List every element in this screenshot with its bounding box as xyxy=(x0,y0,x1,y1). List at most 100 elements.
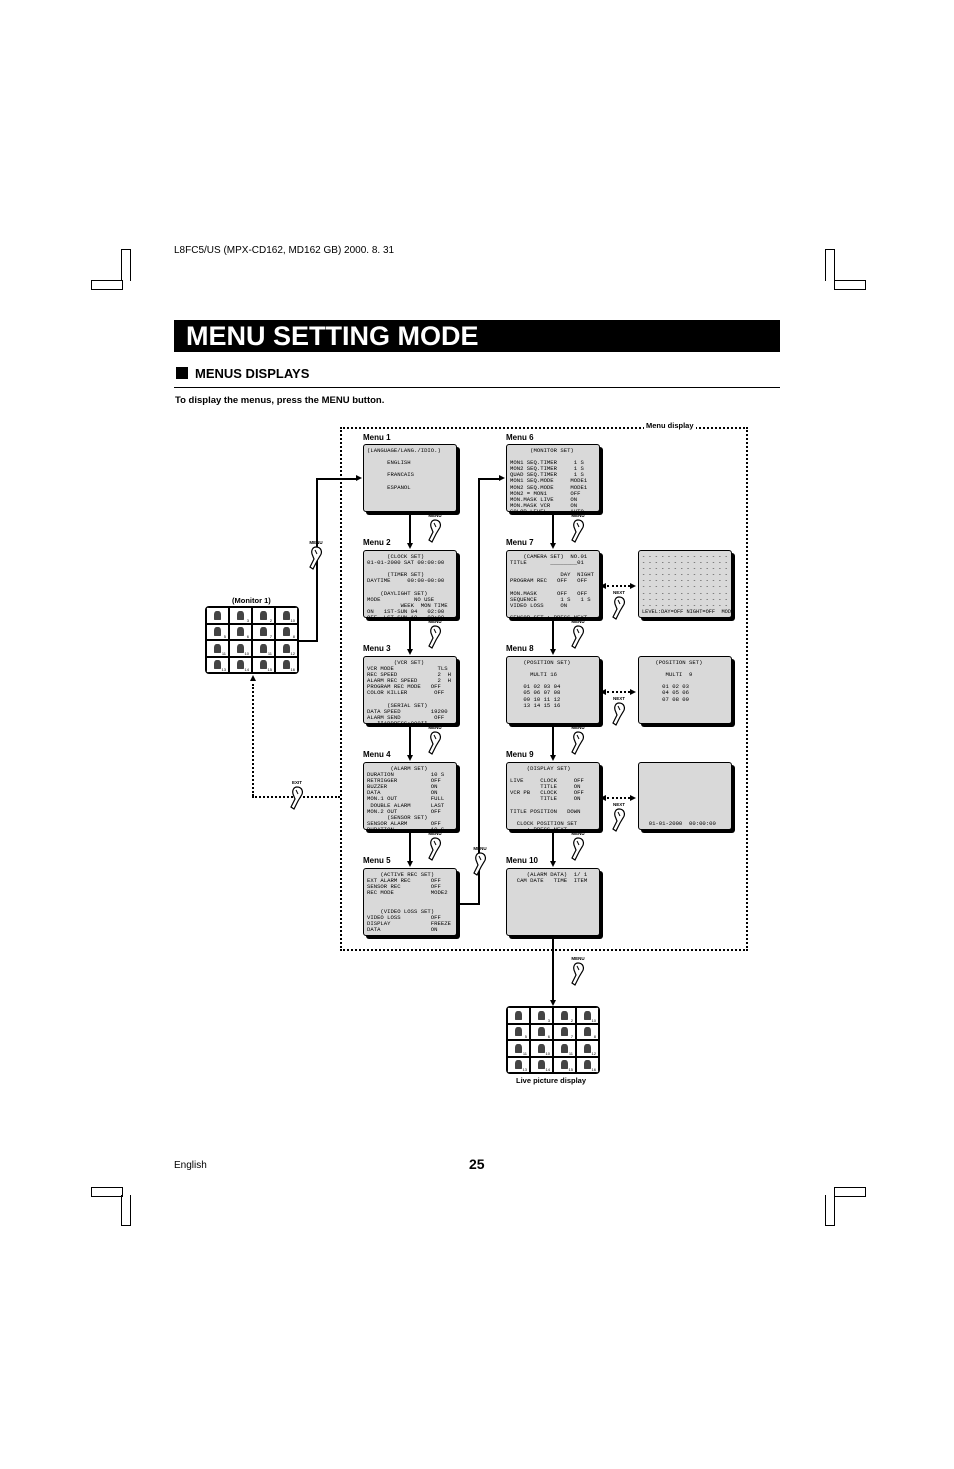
menu-button-icon: MENU xyxy=(421,619,449,651)
crop-mark-top-left xyxy=(91,280,123,290)
menu-6-label: Menu 6 xyxy=(506,433,534,442)
arrow-head-icon xyxy=(499,475,505,481)
menu-button-icon: MENU xyxy=(302,540,330,572)
arrow-line xyxy=(552,619,554,649)
camera-cell: 16 xyxy=(275,656,298,673)
menu-3-label: Menu 3 xyxy=(363,644,391,653)
menu-button-label: MENU xyxy=(428,513,442,518)
menu-5-label: Menu 5 xyxy=(363,856,391,865)
arrow-line xyxy=(409,831,411,861)
camera-cell: 8 xyxy=(275,623,298,640)
camera-cell: 13 xyxy=(206,656,229,673)
position-multi9-screen: (POSITION SET) MULTI 9 01 02 03 04 05 06… xyxy=(638,656,732,724)
menu-button-icon: MENU xyxy=(564,956,592,988)
arrow-head-icon xyxy=(250,675,256,681)
camera-cell xyxy=(206,607,229,624)
camera-cell: 16 xyxy=(576,1056,599,1073)
live-picture-multiscreen: 3 2 10 5 6 7 8 11 10 11 12 13 14 15 16 xyxy=(506,1006,600,1074)
clock-position-screen: 01-01-2000 00:00:00 xyxy=(638,762,732,830)
camera-cell: 11 xyxy=(252,640,275,657)
camera-cell: 5 xyxy=(206,623,229,640)
arrow-line xyxy=(409,513,411,543)
camera-cell: 10 xyxy=(275,607,298,624)
exit-button-icon: EXIT xyxy=(283,780,311,812)
arrow-head-icon xyxy=(550,861,556,867)
camera-sensor-screen: - - - - - - - - - - - - - - - - - - - - … xyxy=(638,550,732,618)
arrow-head-icon xyxy=(630,795,636,801)
arrow-head-icon xyxy=(630,689,636,695)
arrow-head-icon xyxy=(356,475,362,481)
camera-cell: 2 xyxy=(252,607,275,624)
monitor-1-multiscreen: 3 2 10 5 6 7 8 11 10 11 12 13 14 15 16 xyxy=(205,606,299,674)
menu-button-label: MENU xyxy=(571,831,585,836)
camera-cell: 10 xyxy=(576,1007,599,1024)
menu-button-icon: MENU xyxy=(564,831,592,863)
monitor-label: (Monitor 1) xyxy=(232,596,271,605)
camera-cell: 3 xyxy=(530,1007,553,1024)
camera-cell: 12 xyxy=(275,640,298,657)
arrow-head-icon xyxy=(550,755,556,761)
exit-button-label: EXIT xyxy=(291,780,302,785)
next-button-icon: NEXT xyxy=(605,696,633,728)
camera-cell: 6 xyxy=(229,623,252,640)
next-button-label: NEXT xyxy=(612,590,625,595)
camera-cell: 2 xyxy=(553,1007,576,1024)
menu-button-label: MENU xyxy=(428,619,442,624)
arrow-head-icon xyxy=(407,755,413,761)
page-title: MENU SETTING MODE xyxy=(174,320,780,352)
crop-mark-bottom-right xyxy=(834,1187,866,1197)
camera-cell: 10 xyxy=(530,1040,553,1057)
arrow-head-icon xyxy=(407,649,413,655)
next-button-icon: NEXT xyxy=(605,590,633,622)
menu-button-icon: MENU xyxy=(421,831,449,863)
camera-cell: 11 xyxy=(206,640,229,657)
menu-button-label: MENU xyxy=(571,725,585,730)
menu-button-icon: MENU xyxy=(466,846,494,878)
footer-language: English xyxy=(174,1160,207,1171)
menu-9-label: Menu 9 xyxy=(506,750,534,759)
camera-cell: 8 xyxy=(576,1023,599,1040)
menu-4-label: Menu 4 xyxy=(363,750,391,759)
menu-2-screen: (CLOCK SET) 01-01-2000 SAT 00:00:00 (TIM… xyxy=(363,550,457,618)
arrow-head-icon xyxy=(600,689,606,695)
arrow-head-icon xyxy=(407,861,413,867)
section-title: MENUS DISPLAYS xyxy=(195,366,310,381)
live-picture-label: Live picture display xyxy=(516,1076,587,1085)
menu-button-icon: MENU xyxy=(421,513,449,545)
next-button-label: NEXT xyxy=(612,696,625,701)
menu-5-screen: (ACTIVE REC SET) EXT ALARM REC OFF SENSO… xyxy=(363,868,457,936)
menu-1-label: Menu 1 xyxy=(363,433,391,442)
document-reference: L8FC5/US (MPX-CD162, MD162 GB) 2000. 8. … xyxy=(174,245,395,256)
menu-1-screen: (LANGUAGE/LANG./IDIO.) ENGLISH FRANCAIS … xyxy=(363,444,457,512)
arrow-line xyxy=(552,725,554,755)
arrow-head-icon xyxy=(550,1000,556,1006)
arrow-line xyxy=(552,513,554,543)
menu-button-label: MENU xyxy=(428,831,442,836)
arrow-line xyxy=(552,937,554,1000)
menu-button-label: MENU xyxy=(428,725,442,730)
arrow-head-icon xyxy=(630,583,636,589)
menu-button-label: MENU xyxy=(309,540,323,545)
menu-10-label: Menu 10 xyxy=(506,856,539,865)
connector-line xyxy=(316,478,356,480)
next-dotted-line xyxy=(607,797,630,799)
section-heading: MENUS DISPLAYS xyxy=(176,366,309,381)
connector-line xyxy=(478,478,500,480)
menu-button-label: MENU xyxy=(571,513,585,518)
next-button-label: NEXT xyxy=(612,802,625,807)
menu-button-icon: MENU xyxy=(564,725,592,757)
menu-10-screen: (ALARM DATA) 1/ 1 CAM DATE TIME ITEM xyxy=(506,868,600,936)
camera-cell: 14 xyxy=(229,656,252,673)
page-number: 25 xyxy=(469,1156,485,1172)
arrow-head-icon xyxy=(600,795,606,801)
menu-display-label: Menu display xyxy=(644,421,696,430)
menu-8-label: Menu 8 xyxy=(506,644,534,653)
menu-display-boundary xyxy=(340,427,748,951)
menu-button-icon: MENU xyxy=(564,619,592,651)
connector-line xyxy=(478,478,480,905)
camera-cell: 6 xyxy=(530,1023,553,1040)
crop-mark-top-right xyxy=(834,280,866,290)
next-button-icon: NEXT xyxy=(605,802,633,834)
instruction-text: To display the menus, press the MENU but… xyxy=(175,395,385,406)
camera-cell: 10 xyxy=(229,640,252,657)
